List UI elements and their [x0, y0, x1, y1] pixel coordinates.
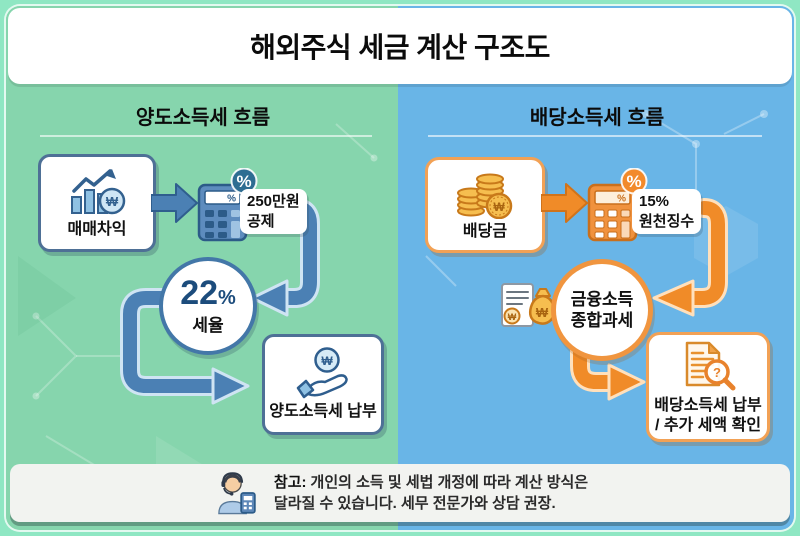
note-text: 참고:개인의 소득 및 세법 개정에 따라 계산 방식은 달라질 수 있습니다.…	[274, 472, 588, 514]
document-magnifier-icon: ?	[685, 341, 736, 390]
page-title: 해외주식 세금 계산 구조도	[250, 32, 550, 63]
svg-text:%: %	[617, 194, 626, 205]
arrow-right-orange-icon	[541, 183, 588, 223]
left-divider	[40, 135, 372, 137]
note-bar: 참고:개인의 소득 및 세법 개정에 따라 계산 방식은 달라질 수 있습니다.…	[10, 464, 790, 522]
svg-text:%: %	[227, 194, 236, 205]
svg-text:%: %	[626, 172, 641, 191]
capital-gain-payment-box: ₩ 양도소득세 납부	[262, 334, 384, 435]
title-bar: 해외주식 세금 계산 구조도	[8, 8, 792, 84]
svg-text:₩: ₩	[536, 305, 549, 320]
calculator-percent-icon-orange: % %	[587, 168, 648, 242]
svg-text:₩: ₩	[508, 312, 517, 322]
dividend-payment-line2: / 추가 세액 확인	[654, 416, 762, 434]
rate-value: 22%	[180, 274, 236, 312]
tax-circle-line2: 종합과세	[570, 311, 634, 330]
svg-text:₩: ₩	[106, 194, 119, 209]
withholding-chip: 15% 원천징수	[632, 189, 702, 234]
receipt-moneybag-icon: ₩ ₩	[501, 283, 556, 327]
left-section-header: 양도소득세 흐름	[135, 107, 271, 129]
svg-text:?: ?	[713, 365, 721, 380]
hand-coin-icon: ₩	[296, 347, 348, 399]
tax-rate-circle: 22% 세율	[159, 257, 257, 355]
gold-coins-icon: ₩	[457, 173, 513, 219]
tax-circle-line1: 금융소득	[570, 289, 634, 309]
note-line1: 개인의 소득 및 세법 개정에 따라 계산 방식은	[310, 474, 589, 491]
withholding-line2: 원천징수	[639, 212, 695, 230]
dividend-box-label: 배당금	[462, 222, 508, 240]
dividend-payment-box: ? 배당소득세 납부 / 추가 세액 확인	[646, 332, 770, 442]
svg-text:%: %	[236, 172, 251, 191]
note-line2: 달라질 수 있습니다. 세무 전문가와 상담 권장.	[273, 495, 556, 512]
deduction-line2: 공제	[247, 212, 275, 230]
right-section-header: 배당소득세 흐름	[529, 107, 665, 129]
note-prefix: 참고:	[273, 474, 307, 491]
svg-text:₩: ₩	[493, 200, 505, 214]
arrow-right-blue-icon	[151, 183, 198, 223]
withholding-line1: 15%	[639, 193, 670, 210]
consultant-headset-icon	[218, 472, 256, 515]
deduction-chip: 250만원 공제	[240, 189, 307, 234]
growth-chart-icon: ₩	[71, 168, 126, 214]
deduction-line1: 250만원	[247, 193, 300, 210]
dividend-payment-line1: 배당소득세 납부	[654, 396, 762, 414]
comprehensive-tax-circle: 금융소득 종합과세	[551, 259, 653, 361]
dividend-source-box: ₩ 배당금	[425, 157, 545, 253]
svg-text:₩: ₩	[321, 354, 333, 368]
calculator-percent-icon-blue: % %	[197, 168, 258, 242]
payment-box-label: 양도소득세 납부	[269, 403, 377, 420]
rate-caption: 세율	[192, 316, 224, 335]
source-box-label: 매매차익	[67, 220, 127, 238]
capital-gain-source-box: ₩ 매매차익	[38, 154, 156, 252]
background-panel: 해외주식 세금 계산 구조도 참고:개인의 소득	[6, 6, 794, 530]
right-divider	[428, 135, 762, 137]
